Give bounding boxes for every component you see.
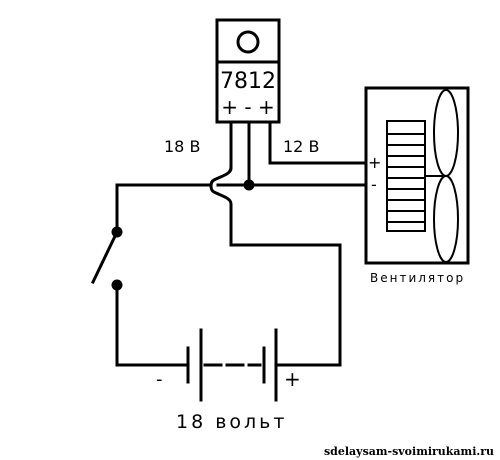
- fan-motor: [386, 120, 426, 232]
- regulator-label: 7812: [220, 69, 276, 94]
- fan: [364, 86, 470, 265]
- battery: [186, 328, 302, 402]
- fan-plus-label: +: [368, 153, 381, 172]
- junction-dot: [243, 179, 255, 191]
- output-voltage-label: 12 В: [283, 137, 319, 156]
- fan-blade-bottom: [433, 175, 459, 263]
- regulator-mounting-hole: [236, 30, 260, 54]
- wire-switch-to-battery: [115, 283, 189, 367]
- fan-blade-top: [433, 89, 459, 177]
- battery-voltage-label: 18 вольт: [176, 411, 287, 433]
- wire-ground-bus: [115, 183, 368, 234]
- battery-minus-label: -: [156, 369, 163, 390]
- fan-housing: [364, 86, 470, 265]
- wire-input-crossover: [209, 166, 342, 367]
- regulator-heatsink-tab: [215, 18, 281, 64]
- input-voltage-label: 18 В: [164, 137, 200, 156]
- regulator-pins: + - +: [221, 95, 274, 119]
- battery-plus-label: +: [284, 367, 301, 391]
- switch: [90, 226, 123, 291]
- fan-minus-label: -: [371, 175, 377, 194]
- fan-name-label: Вентилятор: [370, 271, 465, 285]
- watermark: sdelaysam-svoimirukami.ru: [324, 445, 494, 458]
- switch-lever: [90, 229, 120, 285]
- voltage-regulator: 7812 + - +: [215, 18, 281, 124]
